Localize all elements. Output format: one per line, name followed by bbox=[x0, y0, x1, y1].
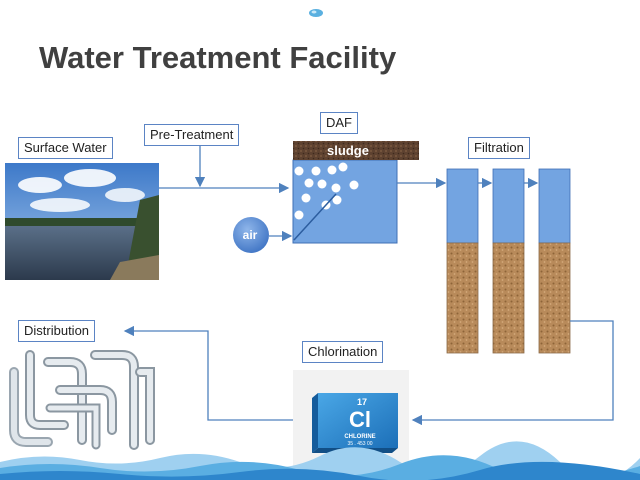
flow-arrow-to-distribution bbox=[123, 325, 293, 421]
element-mass: 35 . 453 00 bbox=[347, 441, 372, 447]
distribution-pipes-image bbox=[9, 350, 155, 450]
element-number: 17 bbox=[357, 397, 367, 407]
slide-title: Water Treatment Facility bbox=[39, 40, 397, 75]
surface-water-image bbox=[5, 163, 159, 280]
flow-arrow-to-chlorination bbox=[411, 320, 614, 426]
air-blower bbox=[233, 217, 269, 253]
filter-column-3 bbox=[538, 168, 571, 354]
air-label: air bbox=[243, 228, 258, 242]
sludge-label: sludge bbox=[327, 143, 369, 158]
pre-treatment-label: Pre-Treatment bbox=[144, 124, 240, 146]
daf-tank bbox=[292, 141, 419, 244]
surface-water-label: Surface Water bbox=[18, 137, 113, 159]
chlorination-label: Chlorination bbox=[302, 341, 384, 363]
element-symbol: Cl bbox=[349, 407, 371, 432]
daf-label: DAF bbox=[320, 112, 358, 134]
filter-column-2 bbox=[492, 168, 525, 354]
water-wave-footer bbox=[0, 441, 640, 480]
element-name: CHLORINE bbox=[344, 434, 375, 440]
filtration-label: Filtration bbox=[468, 137, 530, 159]
filter-column-1 bbox=[446, 168, 479, 354]
water-drop-icon bbox=[309, 9, 323, 17]
distribution-label: Distribution bbox=[18, 320, 96, 342]
